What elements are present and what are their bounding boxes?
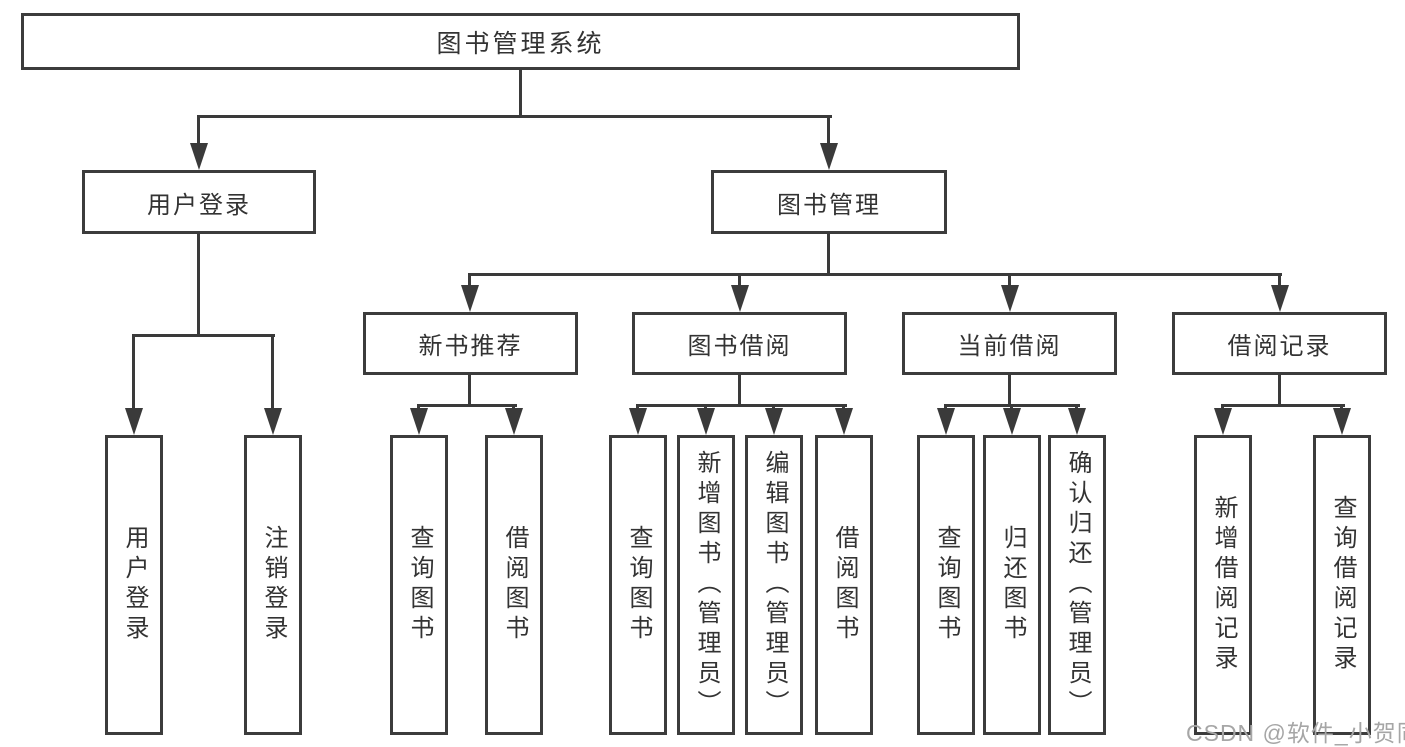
leaf-edit-books-admin: 编辑图书（管理员） (745, 435, 803, 735)
arrowhead-c1 (629, 408, 647, 435)
arrowhead-new-book (461, 285, 479, 312)
node-new-book-recommend: 新书推荐 (363, 312, 578, 375)
connector-arrow-shaft-leaf-logout (271, 334, 274, 412)
connector-user-login-stem (197, 233, 200, 337)
leaf-query-borrow-record-label: 查询借阅记录 (1329, 495, 1356, 675)
arrowhead-user-login (190, 143, 208, 170)
arrowhead-d2 (1003, 408, 1021, 435)
connector-arrow-shaft-new-book (468, 273, 471, 289)
arrowhead-e1 (1214, 408, 1232, 435)
arrowhead-b2 (505, 408, 523, 435)
arrowhead-leaf-user-login (125, 408, 143, 435)
arrowhead-book-borrow (731, 285, 749, 312)
leaf-confirm-return-admin-label: 确认归还（管理员） (1064, 450, 1091, 720)
node-borrowing-records: 借阅记录 (1172, 312, 1387, 375)
leaf-query-books-label: 查询图书 (625, 525, 652, 645)
connector-borrow-record-stem (1278, 374, 1281, 407)
arrowhead-d1 (937, 408, 955, 435)
node-book-management: 图书管理 (711, 170, 947, 234)
connector-level3-split (468, 273, 1282, 276)
connector-user-login-split (132, 334, 275, 337)
leaf-add-borrow-record: 新增借阅记录 (1194, 435, 1252, 735)
connector-level2-split (198, 115, 832, 118)
connector-book-borrow-stem (738, 374, 741, 407)
leaf-user-login: 用户登录 (105, 435, 163, 735)
leaf-user-login-label: 用户登录 (121, 525, 148, 645)
leaf-logout-label: 注销登录 (260, 525, 287, 645)
arrowhead-e2 (1333, 408, 1351, 435)
connector-new-book-split (417, 404, 517, 407)
leaf-add-books-admin: 新增图书（管理员） (677, 435, 735, 735)
node-user-login: 用户登录 (82, 170, 316, 234)
leaf-return-books-label: 归还图书 (999, 525, 1026, 645)
connector-book-management-stem (827, 233, 830, 276)
leaf-query-books-current: 查询图书 (917, 435, 975, 735)
connector-arrow-shaft-current-borrow (1008, 273, 1011, 289)
connector-book-borrow-split (636, 404, 847, 407)
leaf-borrow-books-recommend: 借阅图书 (485, 435, 543, 735)
leaf-confirm-return-admin: 确认归还（管理员） (1048, 435, 1106, 735)
leaf-borrow-books: 借阅图书 (815, 435, 873, 735)
arrowhead-c4 (835, 408, 853, 435)
leaf-query-books-current-label: 查询图书 (933, 525, 960, 645)
node-library-management-system: 图书管理系统 (21, 13, 1020, 70)
arrowhead-current-borrow (1001, 285, 1019, 312)
leaf-query-books: 查询图书 (609, 435, 667, 735)
leaf-borrow-books-recommend-label: 借阅图书 (501, 525, 528, 645)
leaf-borrow-books-label: 借阅图书 (831, 525, 858, 645)
arrowhead-b1 (410, 408, 428, 435)
arrowhead-book-management (820, 143, 838, 170)
connector-arrow-shaft-leaf-user-login (132, 334, 135, 412)
leaf-logout: 注销登录 (244, 435, 302, 735)
leaf-add-borrow-record-label: 新增借阅记录 (1210, 495, 1237, 675)
arrowhead-d3 (1068, 408, 1086, 435)
connector-root-stem (519, 69, 522, 118)
arrowhead-c3 (765, 408, 783, 435)
node-book-borrowing: 图书借阅 (632, 312, 847, 375)
connector-arrow-shaft-book-management (827, 115, 830, 147)
connector-current-borrow-stem (1008, 374, 1011, 407)
arrowhead-borrow-record (1271, 285, 1289, 312)
arrowhead-leaf-logout (264, 408, 282, 435)
leaf-return-books: 归还图书 (983, 435, 1041, 735)
connector-arrow-shaft-borrow-record (1278, 273, 1281, 289)
connector-borrow-record-split (1221, 404, 1345, 407)
leaf-edit-books-admin-label: 编辑图书（管理员） (761, 450, 788, 720)
leaf-query-borrow-record: 查询借阅记录 (1313, 435, 1371, 735)
connector-new-book-stem (468, 374, 471, 407)
node-current-borrowing: 当前借阅 (902, 312, 1117, 375)
connector-arrow-shaft-user-login (197, 115, 200, 147)
leaf-add-books-admin-label: 新增图书（管理员） (693, 450, 720, 720)
connector-arrow-shaft-book-borrow (738, 273, 741, 289)
csdn-watermark: CSDN @软件_小贺同学 (1186, 720, 1405, 746)
leaf-query-books-recommend: 查询图书 (390, 435, 448, 735)
leaf-query-books-recommend-label: 查询图书 (406, 525, 433, 645)
arrowhead-c2 (697, 408, 715, 435)
